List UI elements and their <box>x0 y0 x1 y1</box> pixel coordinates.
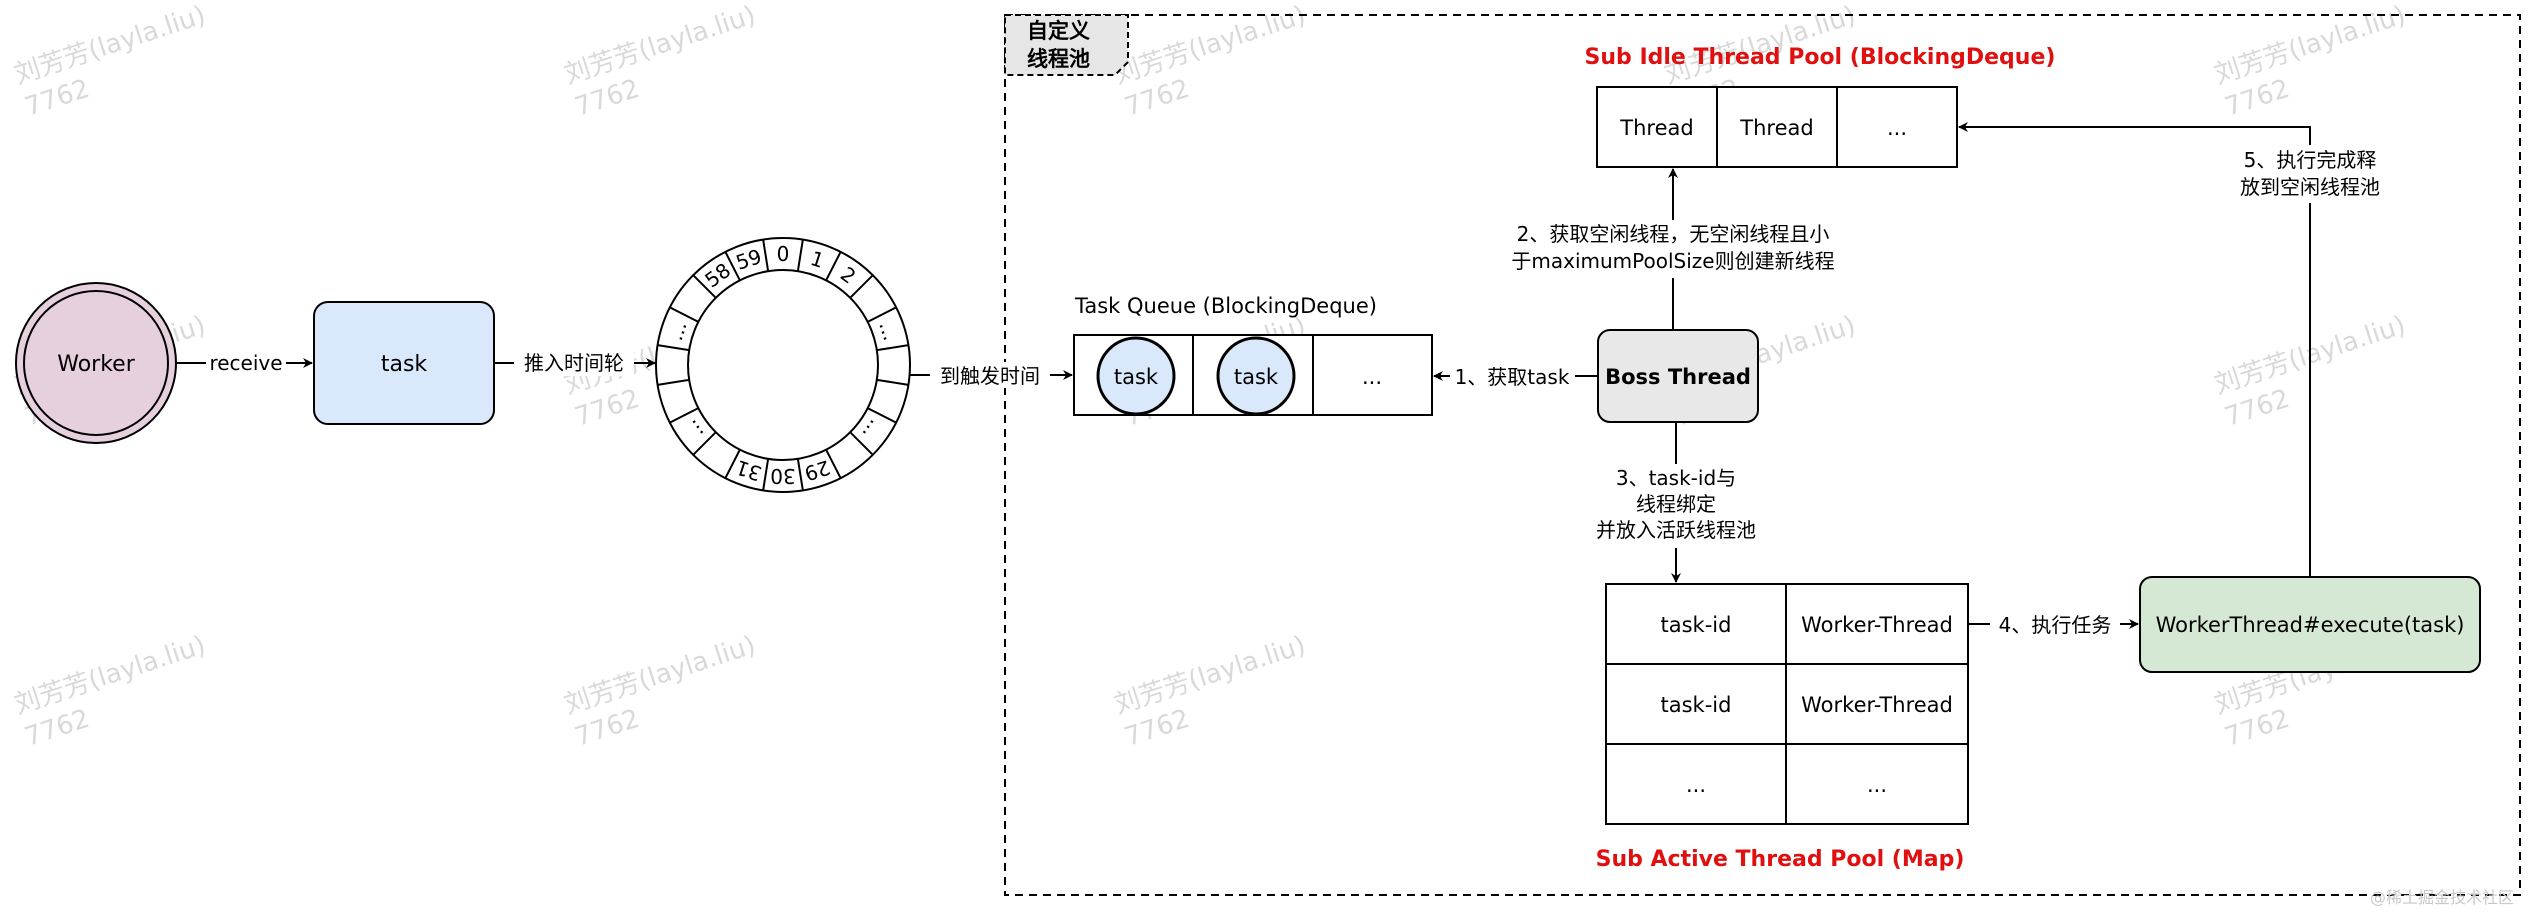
time-wheel-inner <box>687 269 879 461</box>
worker-inner-circle <box>23 290 169 436</box>
edge-label-bg <box>206 350 286 376</box>
time-wheel-slot-divider <box>669 407 699 424</box>
worker-label: Worker <box>57 352 135 377</box>
task-node[interactable]: task <box>313 301 495 425</box>
edge-receive-label: receive <box>209 351 282 375</box>
active-pool-title: Sub Active Thread Pool (Map) <box>1596 847 1965 872</box>
boss-thread-node[interactable]: Boss Thread <box>1597 329 1759 423</box>
idle-pool-cell: Thread <box>1619 116 1693 140</box>
edge-step3-label-line2: 线程绑定 <box>1636 492 1716 516</box>
edge-label-bg <box>1495 220 1855 278</box>
time-wheel-slot-divider <box>825 251 842 281</box>
edge-trigger-time-label: 到触发时间 <box>940 364 1040 388</box>
queue-task-label: task <box>1234 365 1279 389</box>
queue-task-circle[interactable] <box>1096 336 1176 416</box>
frame-title-line1: 自定义 <box>1027 19 1090 43</box>
worker-execute-node[interactable]: WorkerThread#execute(task) <box>2139 576 2481 673</box>
wheel-slot-label: 0 <box>777 242 790 266</box>
frame-border <box>1004 14 2521 896</box>
site-credit: @稀土掘金技术社区 <box>2369 888 2514 907</box>
time-wheel-slot-divider <box>867 306 897 323</box>
time-wheel-slot-divider <box>796 458 804 491</box>
time-wheel-slot-divider <box>796 239 804 272</box>
wheel-slot-label: 30 <box>770 464 795 488</box>
custom-thread-pool-frame: 自定义 线程池 <box>1004 14 2521 896</box>
active-pool-cell: task-id <box>1661 613 1732 637</box>
active-pool-cell: ... <box>1686 773 1706 797</box>
time-wheel-slot-divider <box>762 458 770 491</box>
queue-task-label: task <box>1114 365 1159 389</box>
edge-label-bg <box>930 362 1050 388</box>
worker-node[interactable]: Worker <box>15 282 177 444</box>
edge-label-bg <box>1582 464 1770 548</box>
time-wheel-slot-divider <box>692 431 717 456</box>
time-wheel-slot-divider <box>867 407 897 424</box>
edge-label-bg <box>2225 145 2395 203</box>
idle-pool-cell: Thread <box>1739 116 1813 140</box>
idle-thread-pool: Sub Idle Thread Pool (BlockingDeque) Thr… <box>1585 45 2056 168</box>
worker-execute-label: WorkerThread#execute(task) <box>2156 613 2465 637</box>
time-wheel-dividers <box>657 239 909 491</box>
edge-step5-label-line1: 5、执行完成释 <box>2244 148 2377 172</box>
time-wheel-slot-divider <box>876 344 909 352</box>
edge-label-bg <box>1990 611 2120 637</box>
edge-label-bg <box>1450 363 1575 389</box>
time-wheel-slot-divider <box>669 306 699 323</box>
edge-step3-label-line3: 并放入活跃线程池 <box>1596 518 1756 542</box>
edge-step3-label-line1: 3、task-id与 <box>1616 466 1736 490</box>
edge-step4-label: 4、执行任务 <box>1999 613 2112 637</box>
active-pool-cell: task-id <box>1661 693 1732 717</box>
time-wheel-slot-divider <box>692 274 717 299</box>
time-wheel: 58 59 0 1 2 31 30 29 ... ... ... ... <box>655 237 911 493</box>
boss-thread-label: Boss Thread <box>1605 365 1751 389</box>
queue-ellipsis: ... <box>1362 365 1382 389</box>
idle-pool-title: Sub Idle Thread Pool (BlockingDeque) <box>1585 45 2056 70</box>
queue-task-circle[interactable] <box>1216 336 1296 416</box>
time-wheel-slot-divider <box>657 378 690 386</box>
active-pool-cell: ... <box>1867 773 1887 797</box>
frame-title-tab <box>1004 14 1129 76</box>
active-thread-pool: task-id Worker-Thread task-id Worker-Thr… <box>1596 583 1969 872</box>
task-queue: Task Queue (BlockingDeque) task task ... <box>1073 294 1433 416</box>
idle-pool-box <box>1596 86 1958 168</box>
time-wheel-slot-divider <box>657 344 690 352</box>
edge-step5-label-line2: 放到空闲线程池 <box>2240 175 2380 199</box>
active-pool-cell: Worker-Thread <box>1801 613 1953 637</box>
edge-label-bg <box>514 350 634 376</box>
active-pool-cell: Worker-Thread <box>1801 693 1953 717</box>
frame-title-line2: 线程池 <box>1027 47 1090 71</box>
edge-step2-label-line1: 2、获取空闲线程，无空闲线程且小 <box>1517 222 1830 246</box>
time-wheel-slot-divider <box>825 449 842 479</box>
edge-step1-label: 1、获取task <box>1455 365 1570 389</box>
time-wheel-slot-divider <box>876 378 909 386</box>
time-wheel-slot-divider <box>724 251 741 281</box>
task-queue-title: Task Queue (BlockingDeque) <box>1074 294 1377 318</box>
time-wheel-slot-divider <box>849 274 874 299</box>
task-box-label: task <box>381 352 428 377</box>
time-wheel-slot-divider <box>724 449 741 479</box>
idle-pool-cell: ... <box>1887 116 1907 140</box>
time-wheel-slot-divider <box>762 239 770 272</box>
time-wheel-slot-divider <box>849 431 874 456</box>
edge-step2-label-line2: 于maximumPoolSize则创建新线程 <box>1511 249 1834 273</box>
edge-push-wheel-label: 推入时间轮 <box>524 351 624 375</box>
edge-step5 <box>1958 122 2311 577</box>
